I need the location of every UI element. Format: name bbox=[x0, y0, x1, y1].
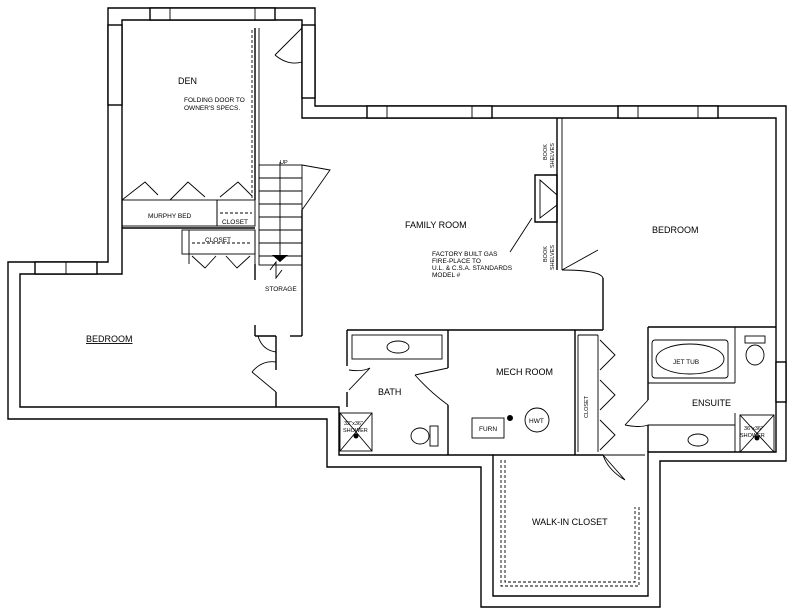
annotations: FOLDING DOOR TO OWNER'S SPECS. FACTORY B… bbox=[148, 97, 590, 418]
bedroom-left-label: BEDROOM bbox=[86, 334, 133, 344]
furnace-label: FURN bbox=[479, 426, 497, 433]
bookshelf-top-line2: SHELVES bbox=[550, 143, 556, 168]
den-closet-label: CLOSET bbox=[222, 219, 248, 226]
fireplace-note-line1: FACTORY BUILT GAS bbox=[432, 251, 498, 258]
ensuite-label: ENSUITE bbox=[692, 398, 731, 408]
interior-walls bbox=[121, 28, 776, 456]
vertical-closet-label: CLOSET bbox=[584, 395, 590, 418]
right-shower-size: 36"x36" bbox=[744, 426, 763, 432]
folding-door-note-line2: OWNER'S SPECS. bbox=[184, 105, 240, 112]
walk-in-closet-label: WALK-IN CLOSET bbox=[532, 517, 608, 527]
windows bbox=[34, 7, 787, 403]
staircase bbox=[258, 162, 331, 280]
fireplace bbox=[509, 174, 558, 253]
stair-closet-label: CLOSET bbox=[205, 237, 231, 244]
fixture-labels: JET TUB FURN HWT 32"x36" SHOWER 36"x36" … bbox=[343, 359, 765, 439]
hot-water-tank-label: HWT bbox=[529, 418, 544, 425]
bath-label: BATH bbox=[378, 387, 401, 397]
exterior-walls bbox=[7, 7, 787, 608]
folding-door-note-line1: FOLDING DOOR TO bbox=[184, 97, 245, 104]
left-shower-size: 32"x36" bbox=[344, 421, 363, 427]
right-shower-label: SHOWER bbox=[740, 433, 765, 439]
storage-label: STORAGE bbox=[265, 286, 297, 293]
bookshelf-bottom-line1: BOOK bbox=[543, 246, 549, 262]
fixtures bbox=[192, 212, 775, 587]
room-labels: DEN FAMILY ROOM BEDROOM BEDROOM MECH ROO… bbox=[86, 76, 731, 527]
doors bbox=[121, 27, 649, 481]
fireplace-note-line4: MODEL # bbox=[432, 272, 461, 279]
bookshelf-bottom-line2: SHELVES bbox=[550, 245, 556, 270]
bookshelf-top-line1: BOOK bbox=[543, 144, 549, 160]
left-shower-label: SHOWER bbox=[343, 428, 368, 434]
jet-tub-label: JET TUB bbox=[673, 359, 699, 366]
fireplace-note-line2: FIRE-PLACE TO bbox=[432, 258, 481, 265]
fireplace-note-line3: U.L. & C.S.A. STANDARDS bbox=[432, 265, 513, 272]
family-room-label: FAMILY ROOM bbox=[405, 220, 467, 230]
stair-up-label: UP bbox=[280, 160, 288, 166]
murphy-bed-label: MURPHY BED bbox=[148, 213, 192, 220]
mech-room-label: MECH ROOM bbox=[496, 367, 553, 377]
den-label: DEN bbox=[178, 76, 197, 86]
bedroom-right-label: BEDROOM bbox=[652, 225, 699, 235]
